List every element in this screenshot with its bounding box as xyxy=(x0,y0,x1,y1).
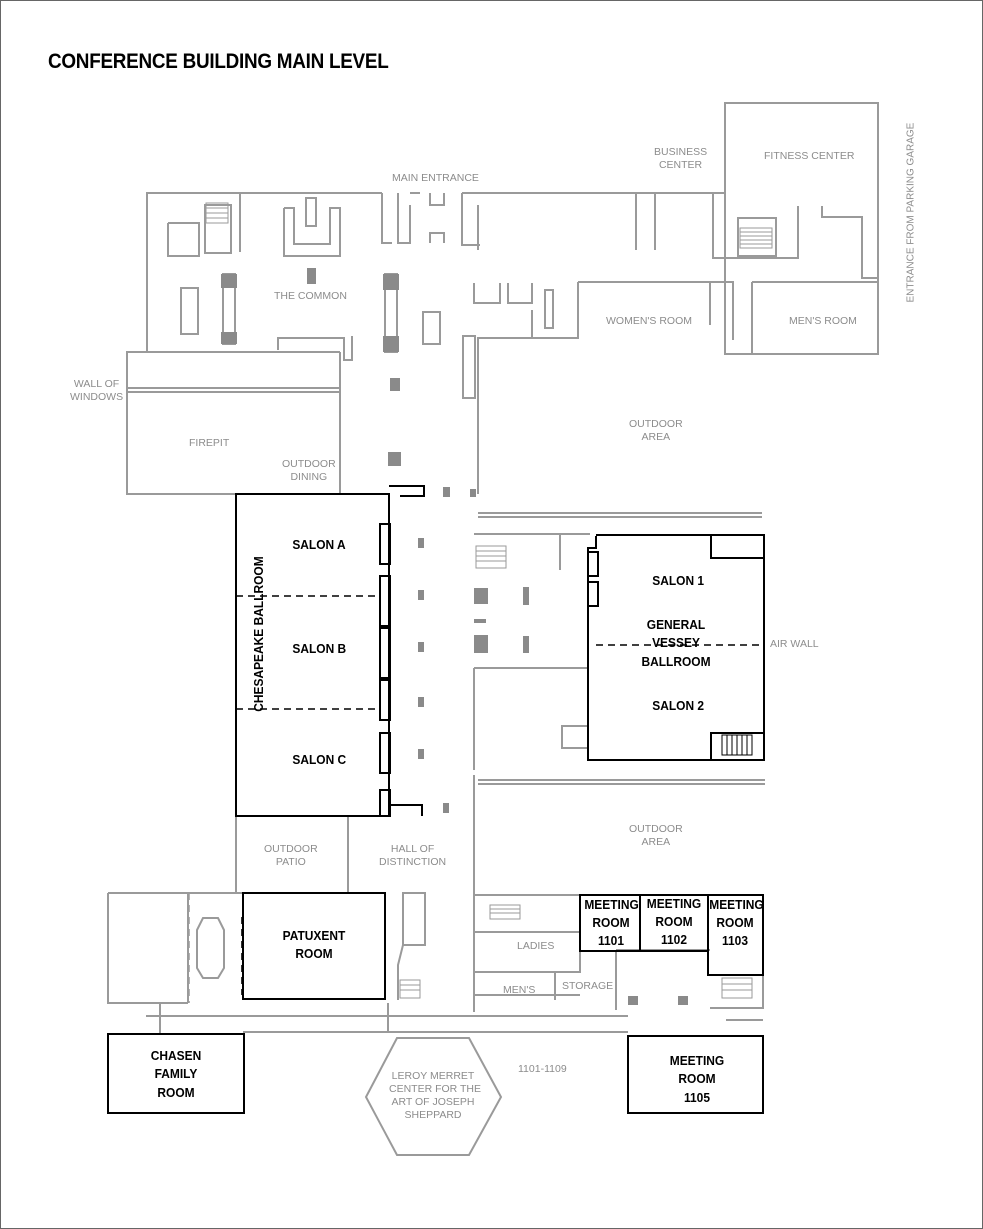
page-title: CONFERENCE BUILDING MAIN LEVEL xyxy=(48,50,389,73)
main-entrance-label: MAIN ENTRANCE xyxy=(392,172,479,184)
room-range-label: 1101-1109 xyxy=(518,1063,567,1075)
event-room-outlines xyxy=(107,485,765,1114)
meeting-room-1103-label: MEETING ROOM 1103 xyxy=(709,897,764,949)
the-common-label: THE COMMON xyxy=(274,290,347,302)
chasen-family-room-label: CHASEN FAMILY ROOM xyxy=(150,1048,202,1100)
patuxent-room-label: PATUXENT ROOM xyxy=(282,928,346,962)
mens-room-label: MEN'S ROOM xyxy=(789,315,857,327)
ladies-room-label: LADIES xyxy=(517,940,555,952)
business-center-label: BUSINESS CENTER xyxy=(654,146,708,172)
meeting-room-1103-outline xyxy=(707,894,764,976)
leroy-merret-gallery-outline xyxy=(364,1037,503,1156)
salon-a-label: SALON A xyxy=(292,537,346,552)
leroy-merret-center-label: LEROY MERRET CENTER FOR THE ART OF JOSEP… xyxy=(389,1070,481,1122)
building-walls xyxy=(107,102,879,1156)
chesapeake-ballroom-label: CHESAPEAKE BALLROOM xyxy=(250,556,266,712)
womens-room-label: WOMEN'S ROOM xyxy=(606,315,692,327)
hall-of-distinction-label: HALL OF DISTINCTION xyxy=(379,843,447,869)
staircases xyxy=(205,202,773,999)
salon-b-label: SALON B xyxy=(292,641,347,656)
meeting-room-1105-label: MEETING ROOM 1105 xyxy=(669,1053,725,1105)
outdoor-area-south-label: OUTDOOR AREA xyxy=(629,823,683,849)
meeting-room-1102-label: MEETING ROOM 1102 xyxy=(646,896,702,948)
outdoor-dining-label: OUTDOOR DINING xyxy=(282,458,336,484)
air-wall-dividers xyxy=(236,595,764,995)
firepit-label: FIREPIT xyxy=(189,437,230,449)
meeting-room-1101-label: MEETING ROOM 1101 xyxy=(584,897,639,949)
meeting-room-1105-outline xyxy=(627,1035,764,1114)
general-vessey-ballroom-outline xyxy=(587,534,765,761)
outdoor-patio-label: OUTDOOR PATIO xyxy=(264,843,318,869)
mens-restroom-label: MEN'S xyxy=(503,984,536,996)
chasen-family-room-outline xyxy=(107,1033,245,1114)
salon-c-label: SALON C xyxy=(292,752,347,767)
outdoor-area-north-label: OUTDOOR AREA xyxy=(629,418,683,444)
parking-entrance-label: ENTRANCE FROM PARKING GARAGE xyxy=(905,122,917,303)
wall-of-windows-label: WALL OF WINDOWS xyxy=(70,378,124,404)
fitness-center-label: FITNESS CENTER xyxy=(764,150,855,162)
salon-1-label: SALON 1 xyxy=(652,573,705,588)
columns xyxy=(221,268,688,1005)
salon-2-label: SALON 2 xyxy=(652,698,705,713)
patuxent-room-outline xyxy=(242,892,386,1000)
storage-label: STORAGE xyxy=(562,980,614,992)
general-vessey-ballroom-label: GENERAL VESSEY BALLROOM xyxy=(641,617,711,669)
air-wall-label: AIR WALL xyxy=(770,638,819,650)
